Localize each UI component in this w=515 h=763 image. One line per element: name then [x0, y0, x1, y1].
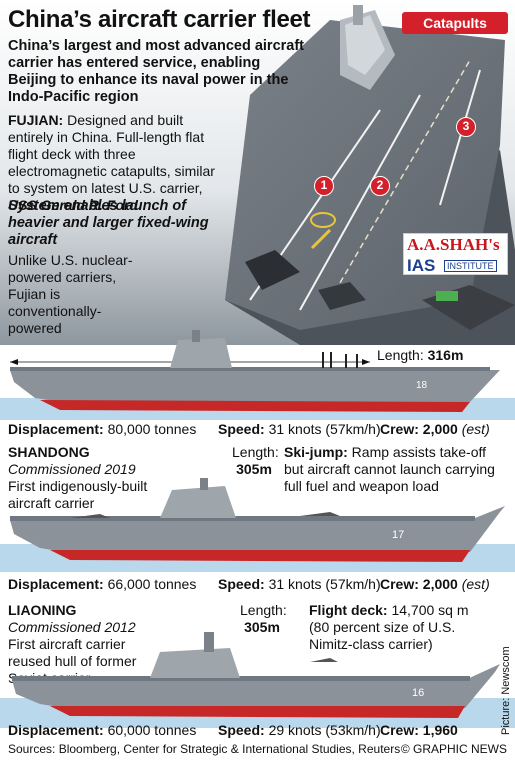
liaoning-profile: 16	[0, 632, 515, 728]
catapult-marker-2: 2	[370, 176, 390, 196]
liaoning-feature: Flight deck: 14,700 sq m (80 percent siz…	[309, 602, 489, 653]
fujian-displacement-label: Displacement:	[8, 421, 104, 437]
liaoning-crew-value: 1,960	[422, 722, 458, 738]
shandong-crew-label: Crew:	[380, 576, 419, 592]
shandong-length-value: 305m	[236, 461, 272, 477]
catapults-badge: Catapults	[402, 12, 508, 34]
standfirst: China’s largest and most advanced aircra…	[8, 38, 305, 105]
shandong-feature-desc: Ramp assists take-off but aircraft canno…	[284, 444, 495, 494]
liaoning-name: LIAONING	[8, 602, 77, 618]
liaoning-speed: Speed: 29 knots (53km/h)	[218, 722, 381, 738]
logo-institute-text: INSTITUTE	[444, 260, 497, 272]
fujian-displacement-value: 80,000 tonnes	[107, 421, 197, 437]
fujian-length: Length: 316m	[377, 347, 463, 363]
fujian-crew-value: 2,000	[422, 421, 458, 437]
shandong-speed: Speed: 31 knots (57km/h)	[218, 576, 381, 592]
liaoning-crew-label: Crew:	[380, 722, 419, 738]
shandong-speed-value: 31 knots (57km/h)	[268, 576, 381, 592]
shandong-label: SHANDONG Commissioned 2019 First indigen…	[8, 444, 158, 512]
shandong-name: SHANDONG	[8, 444, 90, 460]
fujian-hull-number: 18	[416, 380, 428, 391]
fujian-speed-value: 31 knots (57km/h)	[268, 421, 381, 437]
shandong-feature: Ski-jump: Ramp assists take-off but airc…	[284, 444, 509, 495]
unlike-note: Unlike U.S. nuclear-powered carriers, Fu…	[8, 252, 133, 336]
liaoning-feature-label: Flight deck:	[309, 602, 388, 618]
liaoning-speed-value: 29 knots (53km/h)	[268, 722, 381, 738]
liaoning-displacement-value: 60,000 tonnes	[107, 722, 197, 738]
fujian-name: FUJIAN:	[8, 112, 64, 128]
shandong-hull-number: 17	[392, 529, 404, 541]
logo-bottom-text: IAS	[407, 256, 436, 275]
liaoning-speed-label: Speed:	[218, 722, 265, 738]
fujian-length-label: Length:	[377, 347, 424, 363]
shandong-commissioned: Commissioned 2019	[8, 461, 136, 477]
fujian-desc-text: Designed and built entirely in China. Fu…	[8, 112, 215, 196]
fujian-speed-label: Speed:	[218, 421, 265, 437]
liaoning-length-value: 305m	[244, 619, 280, 635]
liaoning-commissioned: Commissioned 2012	[8, 619, 136, 635]
fujian-speed: Speed: 31 knots (57km/h)	[218, 421, 381, 437]
sources: Sources: Bloomberg, Center for Strategic…	[8, 742, 401, 756]
liaoning-feature-desc: 14,700 sq m (80 percent size of U.S. Nim…	[309, 602, 469, 652]
shandong-crew: Crew: 2,000 (est)	[380, 576, 490, 592]
page-title: China’s aircraft carrier fleet	[8, 6, 311, 33]
fujian-description: FUJIAN: Designed and built entirely in C…	[8, 112, 223, 214]
system-note: System enables launch of heavier and lar…	[8, 198, 209, 248]
logo-top-text: A.A.SHAH's	[407, 235, 500, 254]
shandong-length-label: Length:	[232, 444, 279, 460]
shandong-crew-note: (est)	[461, 576, 490, 592]
catapult-marker-1: 1	[314, 176, 334, 196]
shandong-length: Length: 305m	[232, 444, 279, 478]
shandong-displacement-value: 66,000 tonnes	[107, 576, 197, 592]
shandong-desc: First indigenously-built aircraft carrie…	[8, 478, 148, 511]
shandong-displacement: Displacement: 66,000 tonnes	[8, 576, 196, 592]
picture-credit: Picture: Newscom	[500, 646, 512, 735]
fujian-crew-note: (est)	[461, 421, 490, 437]
shandong-displacement-label: Displacement:	[8, 576, 104, 592]
fujian-profile: 18	[0, 330, 515, 420]
catapult-marker-3: 3	[456, 117, 476, 137]
liaoning-displacement: Displacement: 60,000 tonnes	[8, 722, 196, 738]
liaoning-length-label: Length:	[240, 602, 287, 618]
liaoning-crew: Crew: 1,960	[380, 722, 458, 738]
graphic-news-brand: © GRAPHIC NEWS	[400, 742, 507, 756]
carrier-photo	[0, 0, 515, 345]
fujian-length-value: 316m	[427, 347, 464, 363]
shandong-crew-value: 2,000	[422, 576, 458, 592]
fujian-ship-ref: USS Gerald R. Ford	[8, 197, 138, 213]
liaoning-length: Length: 305m	[240, 602, 287, 636]
fujian-displacement: Displacement: 80,000 tonnes	[8, 421, 196, 437]
shandong-feature-label: Ski-jump:	[284, 444, 348, 460]
shandong-profile: 17	[0, 478, 515, 572]
shandong-speed-label: Speed:	[218, 576, 265, 592]
liaoning-hull-number: 16	[412, 687, 424, 699]
fujian-crew: Crew: 2,000 (est)	[380, 421, 490, 437]
fujian-crew-label: Crew:	[380, 421, 419, 437]
liaoning-displacement-label: Displacement:	[8, 722, 104, 738]
institute-logo: A.A.SHAH's IAS INSTITUTE	[403, 233, 508, 275]
